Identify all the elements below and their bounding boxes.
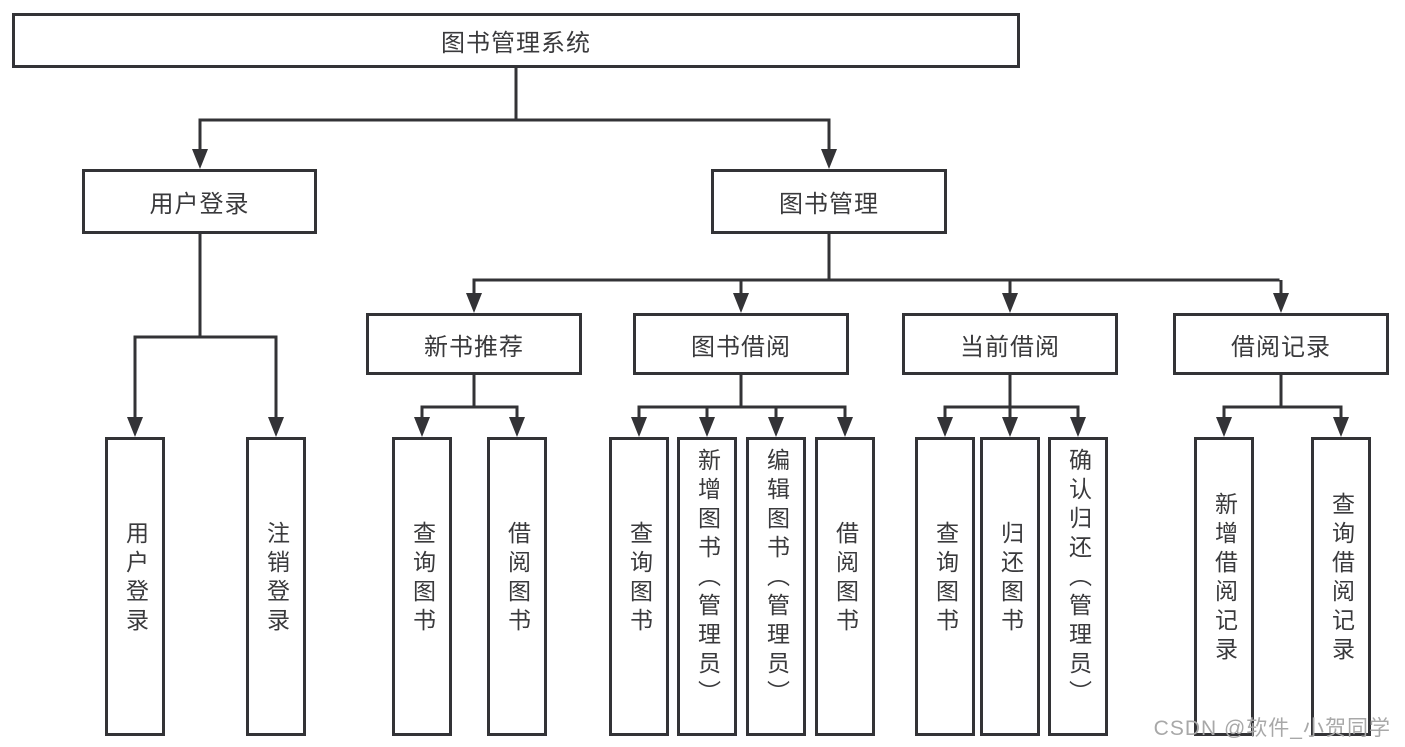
csdn-watermark: CSDN @软件_小贺同学 [1153,717,1391,740]
arrowheads-tier2 [466,293,1289,313]
leaf-label: 归还图书 [997,520,1024,637]
leaf-confirm-return-admin: 确认归还（管理员） [1048,437,1108,736]
arrowheads-current-children [937,417,1086,437]
connector-current-branch [943,375,1080,420]
leaf-add-borrow-record: 新增借阅记录 [1194,437,1254,736]
node-root: 图书管理系统 [12,13,1020,68]
leaf-query-borrow-record: 查询借阅记录 [1311,437,1371,736]
arrowheads-newbooks-children [414,417,525,437]
leaf-label: 借阅图书 [832,520,859,637]
leaf-edit-books-admin: 编辑图书（管理员） [746,437,806,736]
connector-records-branch [1222,375,1343,420]
leaf-query-books-2: 查询图书 [609,437,669,736]
leaf-label: 用户登录 [122,520,149,637]
leaf-label: 查询图书 [626,520,653,637]
leaf-label: 查询借阅记录 [1328,491,1355,666]
node-borrow-records: 借阅记录 [1173,313,1389,375]
leaf-borrow-books-2: 借阅图书 [815,437,875,736]
node-new-book-recommend: 新书推荐 [366,313,582,375]
arrowheads-login-children [127,417,284,437]
node-book-management: 图书管理 [711,169,947,234]
connector-root-branch [198,68,831,153]
leaf-label: 新增图书（管理员） [694,448,721,709]
leaf-label: 借阅图书 [504,520,531,637]
leaf-query-books-1: 查询图书 [392,437,452,736]
node-current-borrow: 当前借阅 [902,313,1118,375]
leaf-logout: 注销登录 [246,437,306,736]
connector-login-branch [133,234,278,420]
leaf-add-books-admin: 新增图书（管理员） [677,437,737,736]
leaf-label: 注销登录 [263,520,290,637]
leaf-label: 查询图书 [409,520,436,637]
leaf-label: 新增借阅记录 [1211,491,1238,666]
connector-borrow-branch [637,375,847,420]
connector-mgmt-branch [472,234,1283,296]
node-book-borrow: 图书借阅 [633,313,849,375]
connector-newbooks-branch [420,375,519,420]
leaf-user-login: 用户登录 [105,437,165,736]
leaf-borrow-books-1: 借阅图书 [487,437,547,736]
arrowheads-records-children [1216,417,1349,437]
leaf-label: 查询图书 [932,520,959,637]
leaf-return-books: 归还图书 [980,437,1040,736]
arrowheads-tier1 [192,149,837,169]
arrowheads-borrow-children [631,417,853,437]
leaf-query-books-3: 查询图书 [915,437,975,736]
node-user-login: 用户登录 [82,169,317,234]
leaf-label: 编辑图书（管理员） [763,448,790,709]
leaf-label: 确认归还（管理员） [1065,448,1092,709]
